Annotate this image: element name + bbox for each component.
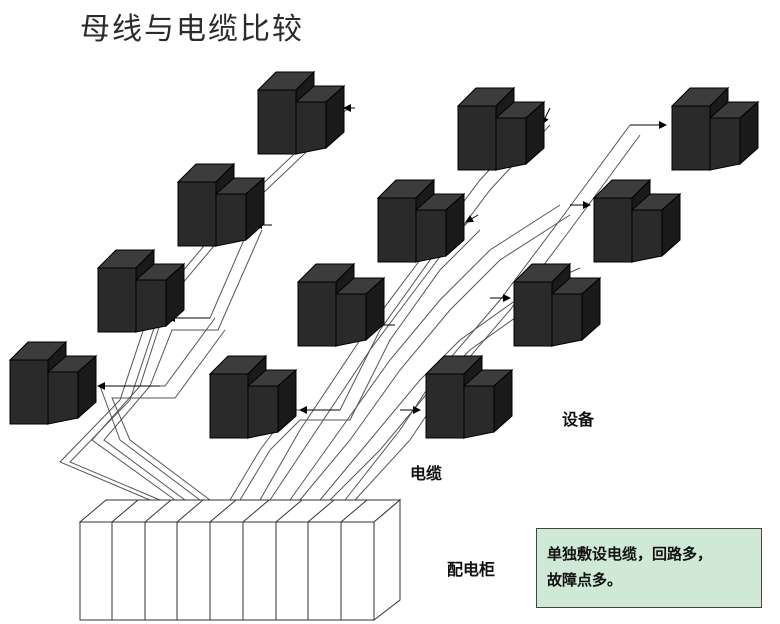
distribution-cabinet (78, 498, 402, 622)
note-box: 单独敷设电缆，回路多， 故障点多。 (536, 528, 762, 608)
device-label: 设备 (562, 410, 595, 429)
device-unit (671, 87, 759, 171)
cabinet-label: 配电柜 (447, 560, 496, 579)
page-title: 母线与电缆比较 (80, 12, 304, 47)
device-unit (177, 163, 265, 247)
device-unit (9, 341, 97, 425)
device-unit (425, 355, 513, 439)
cable-bundle (59, 107, 641, 501)
device-unit (209, 355, 297, 439)
device-unit (377, 179, 465, 263)
device-unit (97, 249, 185, 333)
note-line-1: 单独敷设电缆，回路多， (547, 545, 713, 563)
cable-label: 电缆 (410, 464, 443, 483)
device-unit (593, 179, 681, 263)
device-unit (297, 263, 385, 347)
note-line-2: 故障点多。 (547, 571, 623, 589)
device-unit (257, 71, 345, 155)
device-unit (457, 87, 545, 171)
device-unit (513, 263, 601, 347)
